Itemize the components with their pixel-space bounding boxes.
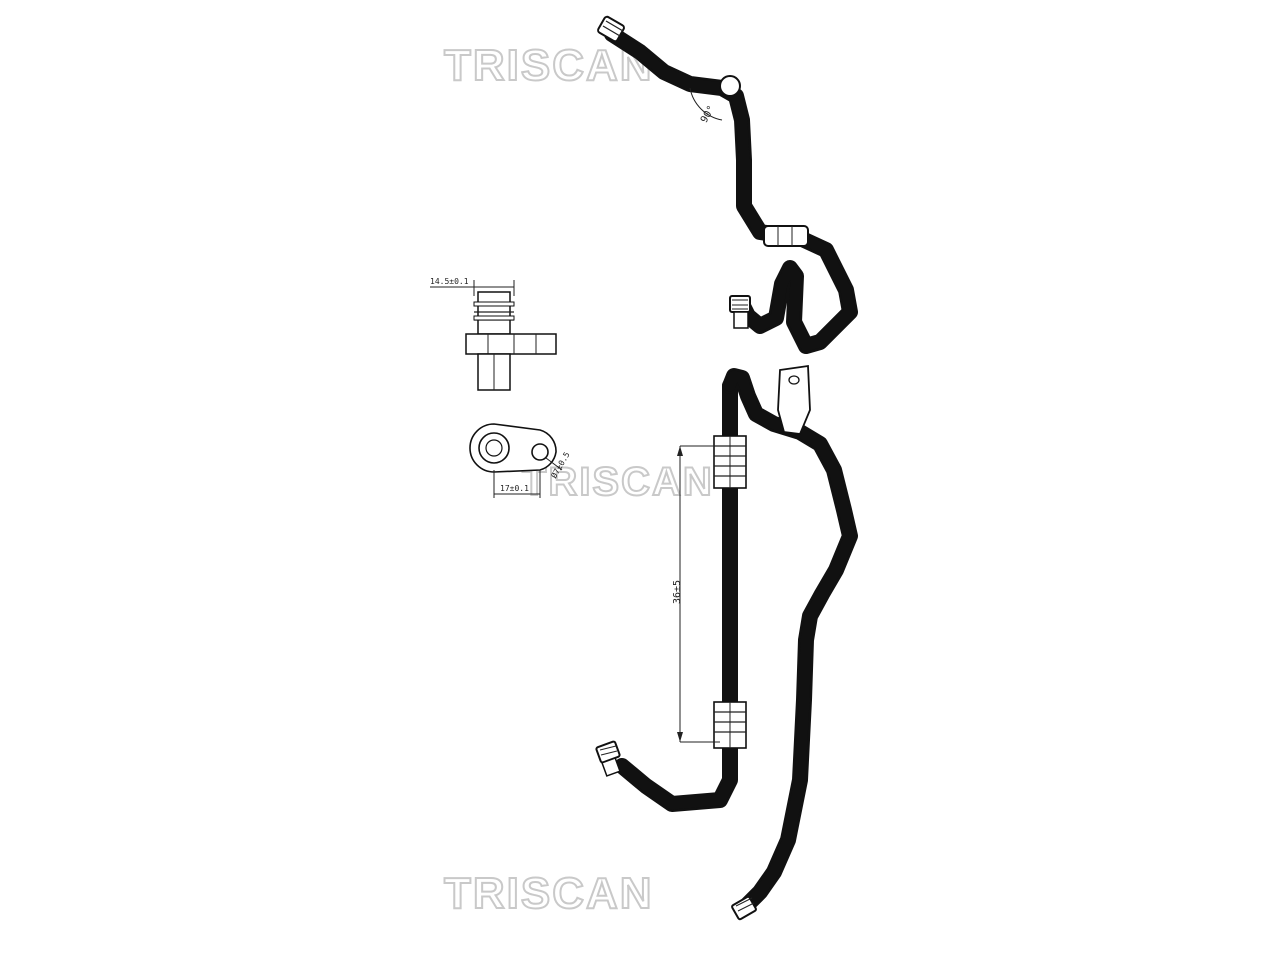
- length-dimension: 36±5: [672, 445, 720, 743]
- fitting-width-label: 14.5±0.1: [430, 277, 469, 286]
- fitting-detail-front: Ø7±0.5 17±0.1: [469, 423, 572, 498]
- pipe-length-label: 36±5: [672, 580, 683, 604]
- bracket-plate: [777, 364, 811, 435]
- bend-angle-label: 90°: [699, 104, 718, 125]
- fitting-detail-side: 14.5±0.1: [430, 277, 557, 391]
- fitting-top-left: [597, 15, 625, 43]
- flange-width-label: 17±0.1: [500, 484, 529, 493]
- lower-pipe-assembly: 36±5: [595, 364, 858, 921]
- watermark-top: TRISCAN: [444, 41, 654, 90]
- fitting-bottom-right: [731, 895, 757, 921]
- upper-pipe-assembly: 90°: [597, 15, 858, 354]
- upper-sleeve: [713, 435, 747, 489]
- lower-sleeve: [713, 701, 747, 749]
- watermark-bottom: TRISCAN: [444, 869, 654, 918]
- fitting-mid-left: [729, 295, 751, 329]
- fitting-bottom-left: [595, 740, 621, 777]
- watermark-middle: TRISCAN: [522, 460, 714, 504]
